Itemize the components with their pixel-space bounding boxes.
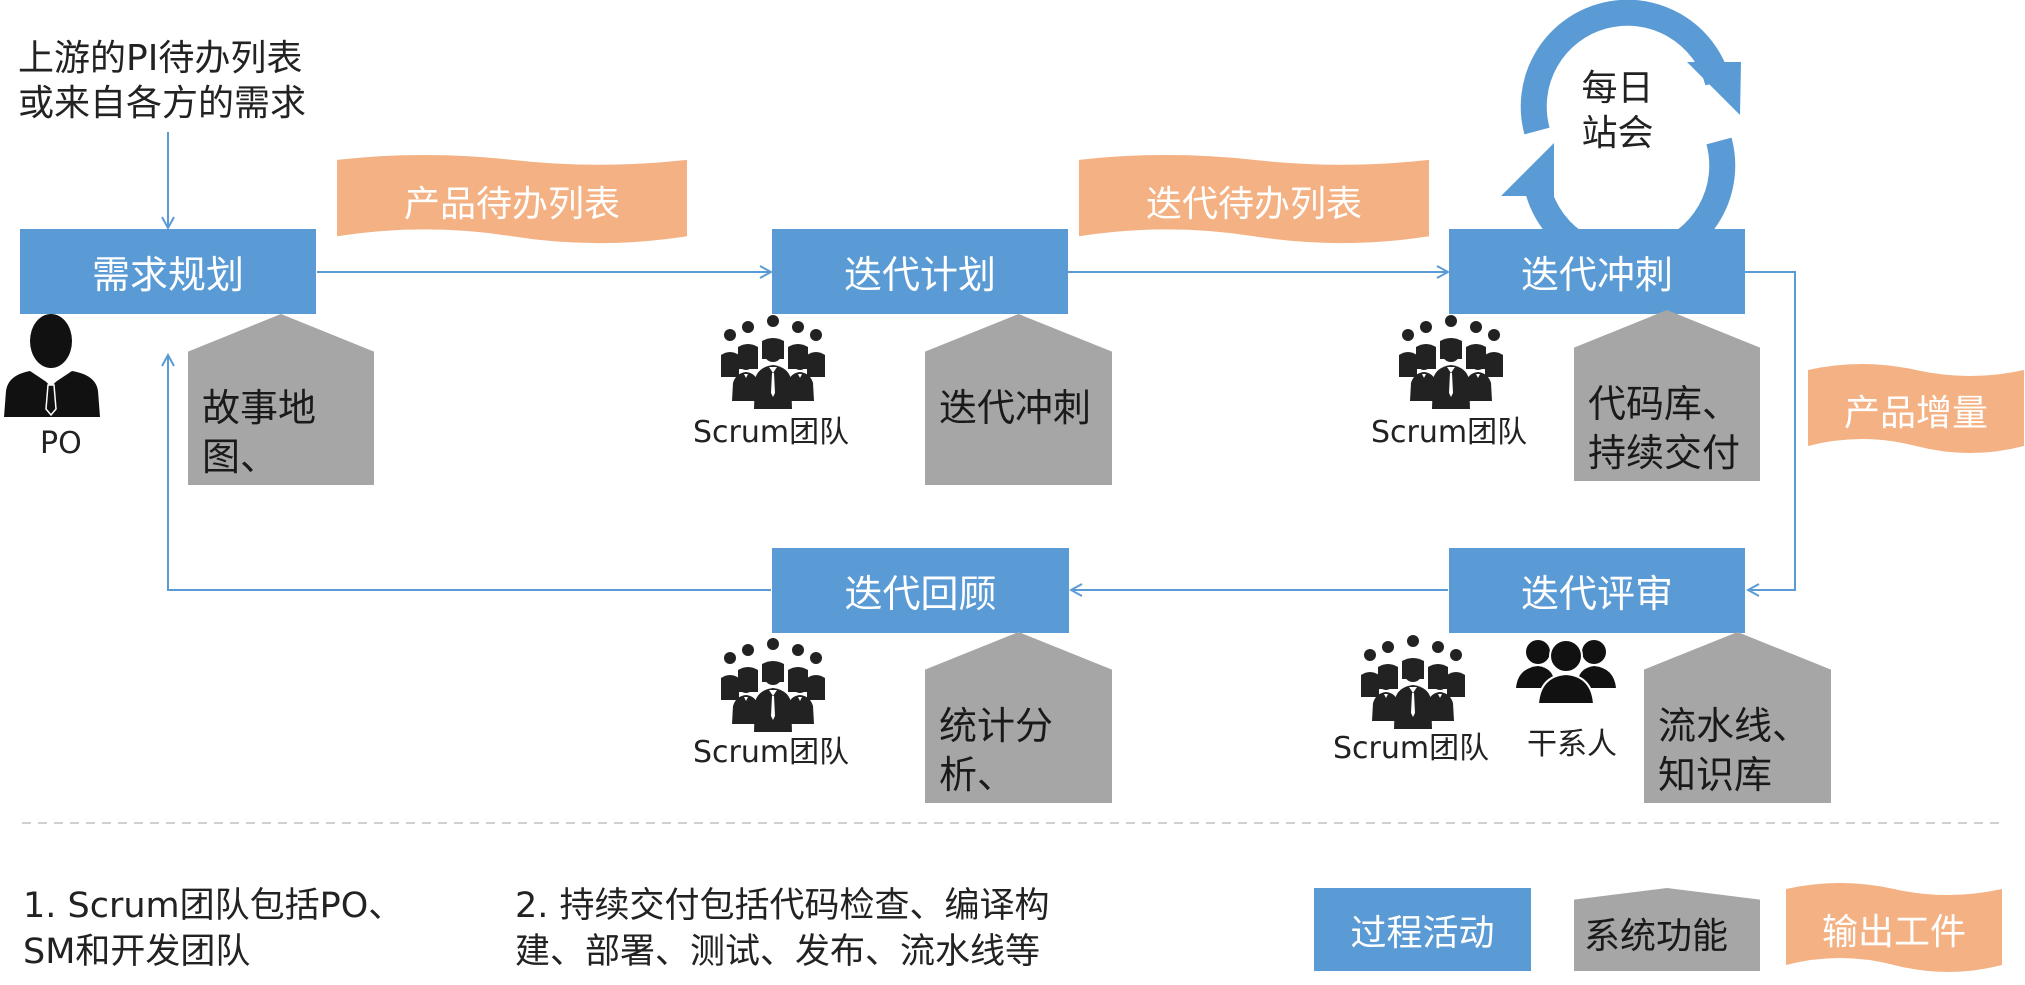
banner-shape [337, 154, 687, 244]
process-iteration-planning[interactable]: 迭代计划 [772, 229, 1068, 314]
artifact-product-increment-label: 产品增量 [1843, 393, 1988, 434]
scrum-team-label: Scrum团队 [1371, 415, 1528, 450]
artifact-product-backlog-label: 产品待办列表 [403, 184, 620, 225]
system-code-repo-line1: 代码库、 [1588, 382, 1741, 426]
system-story-map-line2: 工作事项 [202, 484, 355, 529]
system-iteration-sprint-line1: 迭代冲刺 [939, 386, 1092, 430]
artifact-iteration-backlog-label: 迭代待办列表 [1145, 184, 1362, 225]
process-iteration-planning-label: 迭代计划 [843, 253, 996, 297]
footnote-1-line2: SM和开发团队 [23, 931, 251, 972]
legend-output-artifact: 输出工件 [1786, 879, 2002, 979]
scrum-team-label: Scrum团队 [1333, 731, 1490, 766]
system-pipeline: 流水线、 知识库 [1644, 632, 1831, 803]
scrum-team-label: Scrum团队 [693, 415, 850, 450]
legend-system-label: 系统功能 [1584, 916, 1729, 957]
footnote-2-line2: 建、部署、测试、发布、流水线等 [515, 931, 1041, 972]
footnote-1: 1. Scrum团队包括PO、 SM和开发团队 [23, 884, 403, 975]
system-iteration-sprint: 迭代冲刺 [925, 314, 1112, 485]
stakeholders-icon [1516, 639, 1616, 704]
arrow-sprint-to-review [1745, 271, 1796, 590]
po-person-icon [4, 314, 100, 417]
banner-shape [1808, 364, 2024, 453]
input-note-line2: 或来自各方的需求 [18, 83, 307, 124]
footnote-1-line1: 1. Scrum团队包括PO、 [23, 886, 404, 926]
system-pipeline-line1: 流水线、 [1658, 704, 1811, 748]
footnote-2: 2. 持续交付包括代码检查、编译构 建、部署、测试、发布、流水线等 [515, 884, 1050, 975]
legend-process-label: 过程活动 [1350, 912, 1495, 954]
scrum-team-icon [721, 315, 825, 409]
system-stats-analysis-line2: 知识库 [939, 802, 1054, 847]
arrow-retro-to-planning [168, 355, 771, 591]
system-code-repo: 代码库、 持续交付 [1574, 310, 1760, 481]
scrum-team-icon [1399, 315, 1503, 409]
banner-shape [1786, 883, 2002, 972]
system-pipeline-line2: 知识库 [1658, 753, 1773, 798]
daily-standup-line2: 站会 [1581, 113, 1654, 154]
artifact-product-increment: 产品增量 [1808, 360, 2024, 460]
process-iteration-retrospective[interactable]: 迭代回顾 [772, 548, 1069, 633]
stakeholders-label: 干系人 [1527, 727, 1617, 762]
input-note: 上游的PI待办列表 或来自各方的需求 [18, 36, 306, 126]
artifact-iteration-backlog: 迭代待办列表 [1079, 152, 1429, 250]
legend-artifact-label: 输出工件 [1821, 912, 1966, 953]
footnote-2-line1: 2. 持续交付包括代码检查、编译构 [515, 886, 1050, 926]
process-iteration-sprint[interactable]: 迭代冲刺 [1449, 229, 1745, 314]
legend-process-activity: 过程活动 [1314, 888, 1531, 971]
process-iteration-retrospective-label: 迭代回顾 [844, 572, 997, 616]
scrum-team-icon [721, 638, 825, 732]
process-iteration-review-label: 迭代评审 [1520, 572, 1673, 616]
system-stats-analysis-line1: 统计分析、 [939, 704, 1054, 798]
scrum-team-icon [1361, 635, 1465, 729]
process-requirement-planning-label: 需求规划 [91, 253, 244, 297]
system-story-map: 故事地图、 工作事项 [188, 314, 374, 485]
banner-shape [1079, 154, 1429, 244]
system-code-repo-line2: 持续交付 [1588, 431, 1741, 476]
legend-system-function: 系统功能 [1574, 888, 1760, 971]
daily-standup-label: 每日 站会 [1570, 66, 1665, 156]
system-stats-analysis: 统计分析、 知识库 [925, 632, 1112, 803]
scrum-team-label: Scrum团队 [693, 735, 850, 770]
process-iteration-sprint-label: 迭代冲刺 [1520, 253, 1673, 297]
input-note-line1: 上游的PI待办列表 [18, 38, 303, 79]
artifact-product-backlog: 产品待办列表 [337, 152, 687, 250]
process-iteration-review[interactable]: 迭代评审 [1449, 548, 1745, 633]
system-story-map-line1: 故事地图、 [202, 386, 317, 480]
role-po-label: PO [40, 426, 82, 461]
process-requirement-planning[interactable]: 需求规划 [20, 229, 316, 314]
daily-standup-line1: 每日 [1581, 68, 1654, 109]
